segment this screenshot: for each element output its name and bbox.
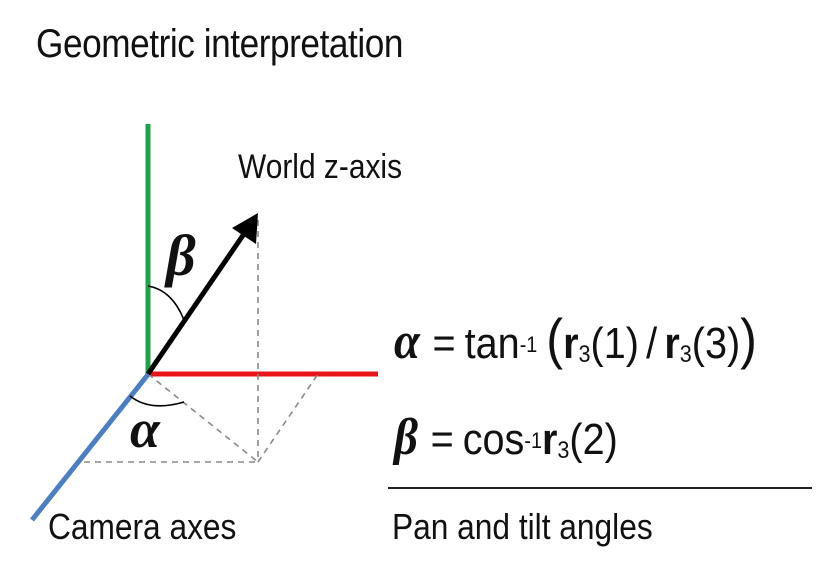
camera-axes-label: Camera axes	[48, 506, 237, 547]
alpha-eq-arg1: (1)	[590, 319, 639, 368]
alpha-eq-close-paren: )	[740, 307, 757, 370]
alpha-symbol: α	[130, 399, 160, 459]
world-z-vector	[145, 226, 251, 376]
world-z-axis-label: World z-axis	[238, 148, 403, 186]
page-title: Geometric interpretation	[36, 22, 404, 66]
caption: Pan and tilt angles	[392, 506, 653, 547]
projection-lines	[84, 220, 319, 463]
alpha-eq-r2: r	[664, 319, 680, 368]
beta-eq-lhs: β	[394, 409, 418, 466]
alpha-angle-arc	[129, 395, 185, 407]
alpha-eq-func: tan	[464, 319, 520, 368]
beta-eq-equals: =	[430, 415, 454, 464]
beta-eq-func: cos	[462, 415, 525, 464]
alpha-eq-r1: r	[563, 319, 579, 368]
beta-angle-arc	[147, 285, 185, 321]
alpha-eq-slash: /	[646, 319, 658, 368]
world-z-arrowhead	[232, 213, 258, 244]
beta-eq-r: r	[541, 415, 558, 464]
alpha-eq-lhs: α	[394, 313, 420, 370]
alpha-eq-open-paren: (	[546, 307, 564, 370]
alpha-eq-arg2: (3)	[691, 319, 741, 368]
alpha-eq-equals: =	[432, 319, 456, 368]
beta-symbol: β	[166, 223, 196, 288]
beta-eq-arg: (2)	[569, 415, 618, 464]
caption-divider	[388, 487, 812, 489]
